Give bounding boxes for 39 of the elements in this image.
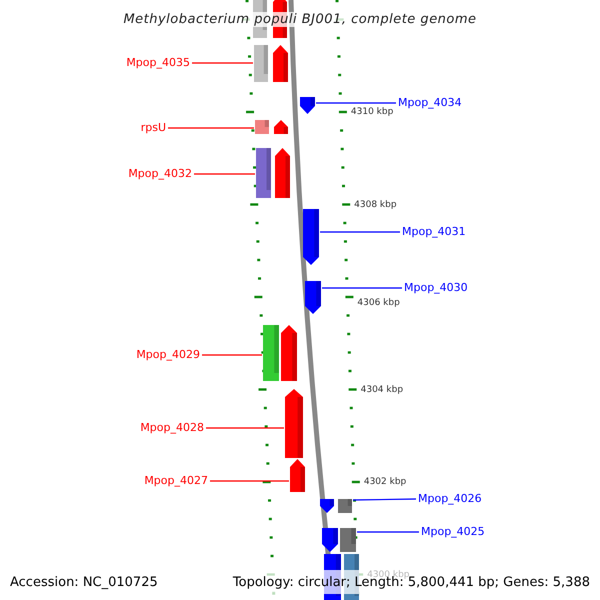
leader-line <box>316 102 396 104</box>
diagram-title: Methylobacterium populi BJ001, complete genome <box>123 12 477 27</box>
gene-label: Mpop_4034 <box>398 97 462 109</box>
gene-feature <box>320 499 352 513</box>
footer-text: Accession: NC_010725 <box>10 575 158 590</box>
gene-label: Mpop_4032 <box>128 168 192 180</box>
scale-label: 4304 kbp <box>360 384 404 394</box>
leader-line <box>352 498 416 501</box>
gene-feature <box>305 281 321 314</box>
leader-line <box>320 231 400 233</box>
gene-label: Mpop_4028 <box>140 422 204 434</box>
gene-label: Mpop_4030 <box>404 282 468 294</box>
leader-line <box>357 531 419 533</box>
gene-label: Mpop_4035 <box>126 57 190 69</box>
gene-feature <box>300 97 315 114</box>
gene-feature <box>254 45 288 82</box>
leader-line <box>168 127 254 129</box>
gene-label: Mpop_4025 <box>421 526 485 538</box>
gene-label: rpsU <box>140 122 166 134</box>
leader-line <box>322 287 402 289</box>
gene-feature <box>322 528 356 552</box>
leader-line <box>210 480 289 482</box>
gene-feature <box>256 148 290 198</box>
leader-line <box>202 354 262 356</box>
gene-feature <box>290 459 305 492</box>
leader-line <box>206 427 284 429</box>
scale-label: 4308 kbp <box>354 200 397 210</box>
gene-label: Mpop_4029 <box>136 349 200 361</box>
gene-label: Mpop_4027 <box>144 475 208 487</box>
gene-label: Mpop_4026 <box>418 493 482 505</box>
gene-feature <box>263 325 297 381</box>
leader-line <box>192 62 253 64</box>
scale-label: 4302 kbp <box>364 477 406 487</box>
gene-label: Mpop_4031 <box>402 226 466 238</box>
gene-feature <box>255 120 288 134</box>
gene-feature <box>303 209 319 265</box>
leader-line <box>194 173 255 175</box>
scale-label: 4306 kbp <box>357 298 400 308</box>
scale-label: 4310 kbp <box>350 107 394 117</box>
